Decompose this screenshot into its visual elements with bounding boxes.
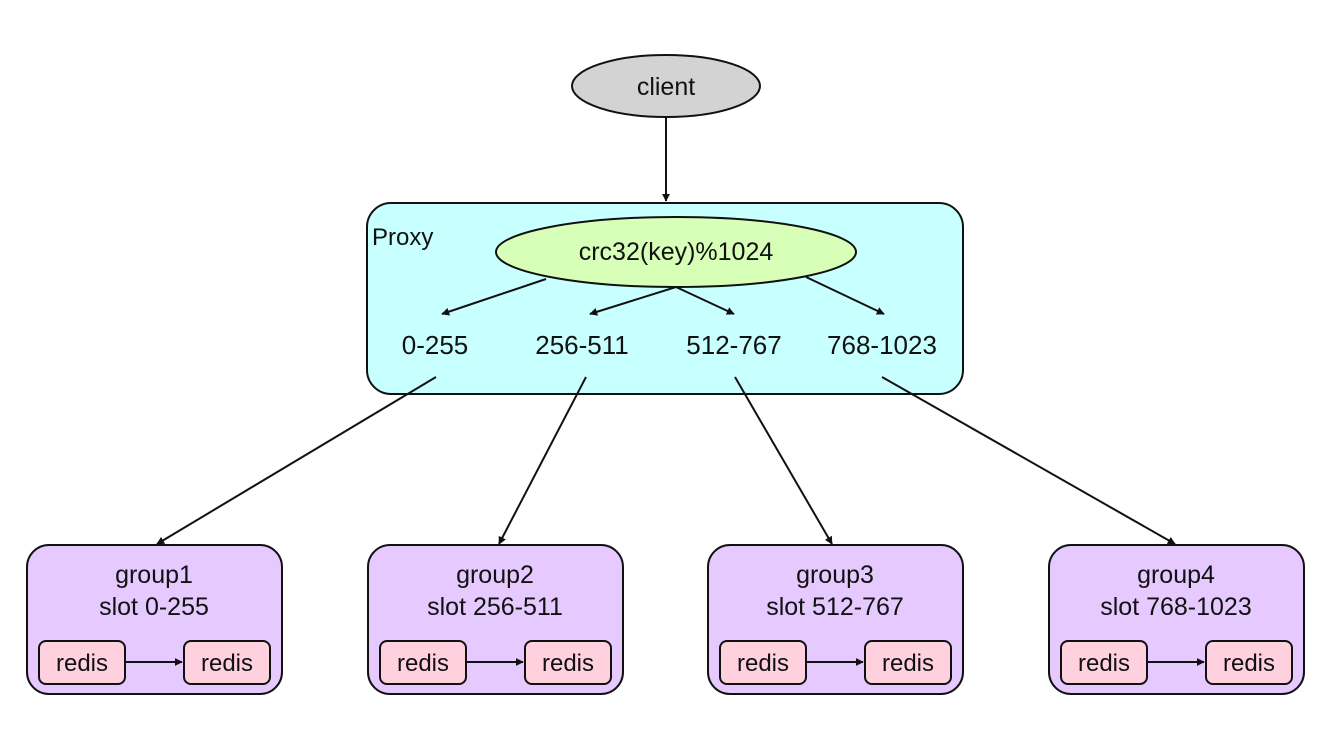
group4-title: group4 <box>1137 561 1215 589</box>
range-768-to-group4-arrow <box>881 376 1176 545</box>
hash-to-range-768-arrow <box>805 276 885 315</box>
range-256-to-group2-arrow <box>498 376 587 545</box>
group2-redis-replica-label: redis <box>542 650 594 677</box>
group3-card: group3 slot 512-767 redis redis <box>707 544 964 695</box>
range-768-1023: 768-1023 <box>827 330 937 360</box>
hash-to-range-0-arrow <box>441 278 547 316</box>
group4-card: group4 slot 768-1023 redis redis <box>1048 544 1305 695</box>
group3-slot: slot 512-767 <box>766 593 904 621</box>
group1-card: group1 slot 0-255 redis redis <box>26 544 283 695</box>
range-512-767: 512-767 <box>686 330 781 360</box>
group1-redis-replica-box <box>183 640 271 685</box>
group4-slot: slot 768-1023 <box>1100 593 1252 621</box>
hash-to-range-512-arrow <box>675 286 735 315</box>
range-0-to-group1-arrow <box>156 376 437 545</box>
range-256-511: 256-511 <box>535 330 629 360</box>
group1-redis-primary-label: redis <box>56 650 108 677</box>
hash-to-range-256-arrow <box>589 286 677 316</box>
group2-redis-replica-box <box>524 640 612 685</box>
group4-redis-primary-label: redis <box>1078 650 1130 677</box>
group3-redis-replica-box <box>864 640 952 685</box>
group1-redis-replica-label: redis <box>201 650 253 677</box>
group1-slot: slot 0-255 <box>99 593 209 621</box>
group2-slot: slot 256-511 <box>427 593 563 621</box>
client-label: client <box>637 73 695 101</box>
proxy-label: Proxy <box>372 224 433 251</box>
group1-title: group1 <box>115 561 193 589</box>
group2-title: group2 <box>456 561 534 589</box>
range-512-to-group3-arrow <box>734 376 833 545</box>
group2-redis-primary-label: redis <box>397 650 449 677</box>
group4-redis-replica-box <box>1205 640 1293 685</box>
group3-title: group3 <box>796 561 874 589</box>
group3-redis-replica-label: redis <box>882 650 934 677</box>
range-0-255: 0-255 <box>402 330 469 360</box>
group3-redis-primary-label: redis <box>737 650 789 677</box>
group4-redis-replica-label: redis <box>1223 650 1275 677</box>
group2-card: group2 slot 256-511 redis redis <box>367 544 624 695</box>
hash-function-label: crc32(key)%1024 <box>579 238 774 266</box>
